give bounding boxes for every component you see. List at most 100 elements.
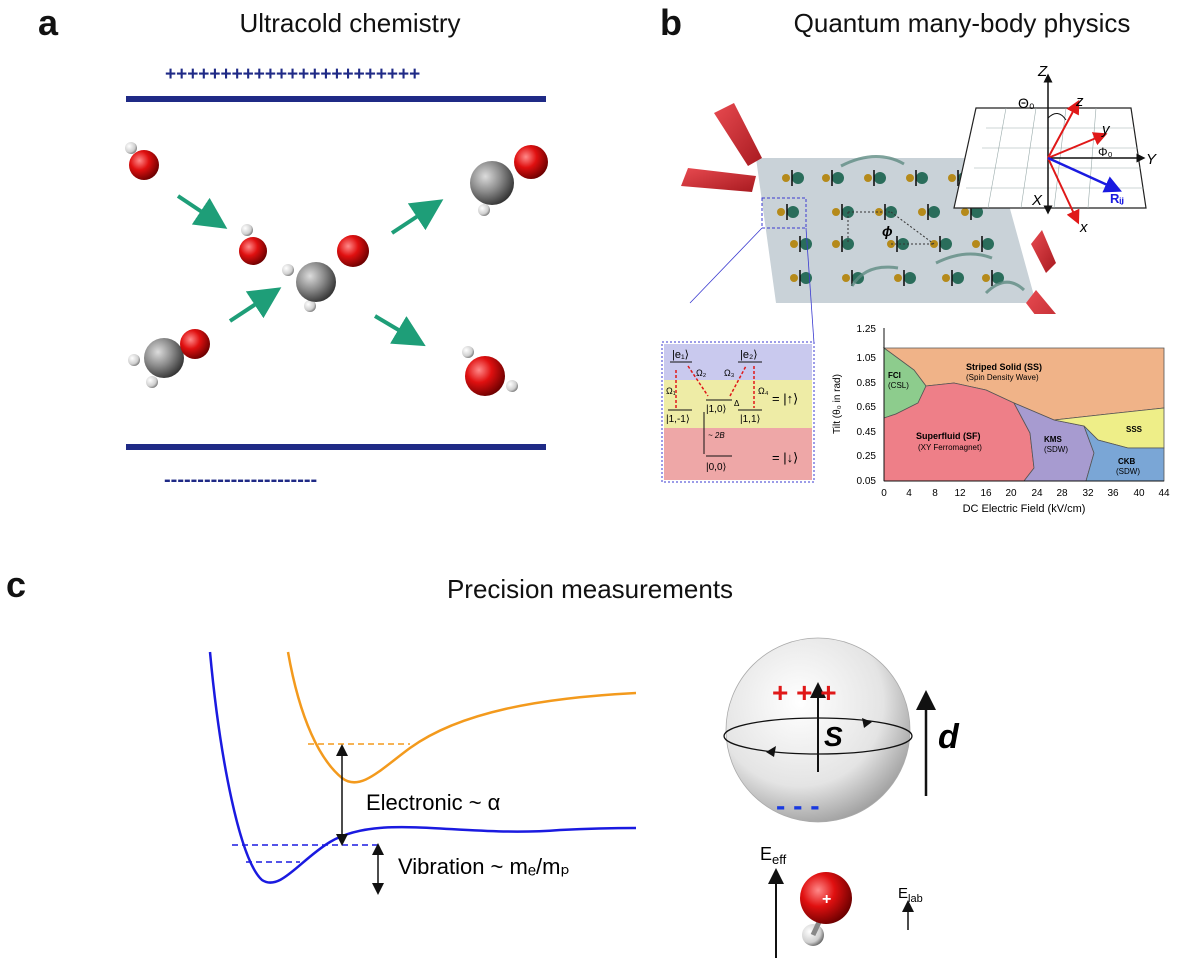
plus-signs: + + +	[772, 677, 837, 708]
ytick-5: 0.45	[857, 427, 877, 438]
fci-region-label: FCI	[888, 371, 901, 380]
spin-label-s: S	[824, 721, 843, 752]
phase-diagram: Striped Solid (SS) (Spin Density Wave) F…	[822, 314, 1172, 524]
minus-signs: - - -	[776, 790, 820, 821]
highlighted-site-box	[761, 197, 807, 229]
xtick-3: 8	[932, 488, 938, 499]
panel-title-c: Precision measurements	[446, 574, 734, 604]
xtick-6: 20	[1005, 488, 1017, 499]
omega3-label: Ω₃	[724, 368, 735, 378]
h2o-molecule-bottom-right	[462, 346, 518, 396]
ckb-region-label: CKB	[1118, 457, 1136, 466]
state-0-0: |0,0⟩	[706, 462, 726, 473]
bottom-plate	[126, 444, 546, 450]
xtick-7: 24	[1031, 488, 1043, 499]
axis-label-x: x	[1079, 219, 1088, 236]
omega2-label: Ω₂	[696, 368, 707, 378]
phase-diagram-ylabel: Tilt (θ₀ in rad)	[832, 374, 843, 434]
sf-region-label: Superfluid (SF)	[916, 431, 981, 441]
axis-label-z: z	[1075, 93, 1084, 110]
ss-region-sub: (Spin Density Wave)	[966, 373, 1039, 382]
xtick-12: 44	[1158, 488, 1170, 499]
ground-state-curve	[208, 651, 637, 884]
x-tick-labels: 0 4 8 12 16 20 24 28 32 36 40 44	[881, 488, 1170, 499]
dipole-label-d: d	[938, 718, 960, 756]
phi-label: ϕ	[882, 223, 893, 239]
panel-a-illustration: +++++++++++++++++++++++ ----------------…	[125, 64, 548, 491]
axis-label-X: X	[1031, 192, 1043, 209]
ytick-7: 0.05	[857, 476, 877, 487]
xtick-10: 36	[1107, 488, 1119, 499]
reaction-arrows	[176, 194, 444, 347]
xtick-1: 0	[881, 488, 887, 499]
axis-label-Z: Z	[1037, 63, 1048, 80]
kms-region-sub: (SDW)	[1044, 445, 1068, 454]
level-scheme-inset: |e₁⟩ |e₂⟩ Ω₁ Ω₂ Ω₃ Ω₄ |1,-1⟩ |1,0⟩ |1,1⟩…	[661, 341, 815, 483]
e-lab-sub: lab	[908, 893, 923, 905]
axis-label-Y: Y	[1146, 151, 1157, 168]
fci-region-sub: (CSL)	[888, 381, 909, 390]
state-1-1: |1,1⟩	[740, 414, 760, 425]
theta0-label: Θ₀	[1018, 95, 1035, 111]
panel-c-illustration: Electronic ~ α Vibration ~ mₑ/mₚ + + + -…	[208, 637, 960, 958]
ytick-3: 0.85	[857, 378, 877, 389]
oh-molecule-middle	[239, 224, 267, 265]
hco-molecule-top-right	[470, 145, 548, 216]
lattice-molecules: ϕ	[777, 154, 1026, 295]
state-1-0: |1,0⟩	[706, 404, 726, 415]
e-eff-main: E	[760, 844, 772, 864]
ss-region-label: Striped Solid (SS)	[966, 362, 1042, 372]
omega4-label: Ω₄	[758, 386, 769, 396]
panel-b-illustration: ϕ Z Y X z y x Θ₀ Φ₀ Rᵢⱼ	[636, 58, 1176, 538]
minus-charge-row: -----------------------	[164, 469, 317, 491]
panel-title-b: Quantum many-body physics	[793, 8, 1131, 38]
panel-letter-c: c	[6, 564, 27, 605]
plus-charge-row: +++++++++++++++++++++++	[165, 64, 420, 85]
oh-molecule: +	[800, 872, 852, 946]
region-ckb	[1083, 425, 1165, 482]
ytick-4: 0.65	[857, 402, 877, 413]
sf-region-sub: (XY Ferromagnet)	[918, 443, 982, 452]
hco-molecule-bottom-left	[128, 329, 210, 388]
sss-region-label: SSS	[1126, 425, 1143, 434]
xtick-11: 40	[1133, 488, 1145, 499]
spin-down-label: = |↓⟩	[772, 450, 798, 465]
kms-region-label: KMS	[1044, 435, 1062, 444]
panel-letter-b: b	[660, 2, 682, 43]
edm-sphere: + + + - - - S	[723, 637, 913, 823]
ytick-2: 1.05	[857, 353, 877, 364]
ytick-6: 0.25	[857, 451, 877, 462]
omega1-label: Ω₁	[666, 386, 676, 396]
xtick-4: 12	[954, 488, 966, 499]
level-e1: |e₁⟩	[672, 349, 689, 361]
phi0-label: Φ₀	[1098, 145, 1113, 159]
spin-up-label: = |↑⟩	[772, 391, 798, 406]
oh-molecule-top-left	[125, 142, 159, 180]
xtick-2: 4	[906, 488, 912, 499]
e-eff-sub: eff	[772, 852, 787, 867]
level-e2: |e₂⟩	[740, 349, 758, 361]
e-eff-label: Eeff	[760, 844, 787, 867]
e-lab-label: Elab	[898, 885, 923, 905]
ytick-1: 1.25	[857, 324, 877, 335]
coordinate-frame: Z Y X z y x Θ₀ Φ₀ Rᵢⱼ	[953, 63, 1157, 236]
excited-state-curve	[286, 651, 637, 784]
xtick-8: 28	[1056, 488, 1068, 499]
delta-label: Δ	[734, 399, 740, 408]
top-plate	[126, 96, 546, 102]
svg-text:+: +	[822, 891, 831, 908]
vibration-label: Vibration ~ mₑ/mₚ	[398, 854, 570, 879]
electronic-label: Electronic ~ α	[366, 790, 501, 815]
rij-label: Rᵢⱼ	[1110, 191, 1124, 206]
y-tick-labels: 1.25 1.05 0.85 0.65 0.45 0.25 0.05	[857, 324, 877, 487]
e-lab-main: E	[898, 885, 908, 902]
panel-letter-a: a	[38, 2, 59, 43]
xtick-5: 16	[980, 488, 992, 499]
state-1-minus1: |1,-1⟩	[666, 414, 690, 425]
two-b-label: ~ 2B	[708, 431, 725, 440]
phase-diagram-xlabel: DC Electric Field (kV/cm)	[963, 503, 1086, 515]
axis-label-y: y	[1101, 121, 1111, 138]
panel-title-a: Ultracold chemistry	[239, 8, 461, 38]
xtick-9: 32	[1082, 488, 1094, 499]
complex-molecule-center	[282, 235, 369, 312]
